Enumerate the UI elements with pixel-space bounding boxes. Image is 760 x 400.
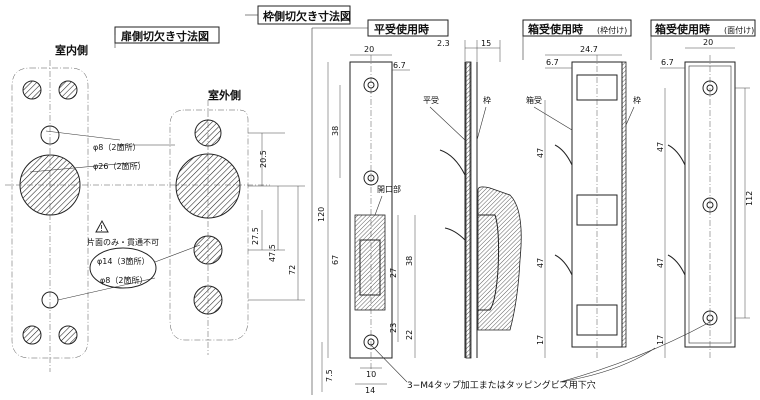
warning-mark: ! bbox=[100, 224, 103, 233]
screw-hole-top bbox=[363, 77, 379, 93]
flat-strike-diagram: 平受使用時 開口部 20 6.7 38 120 67 7.5 27 bbox=[311, 19, 522, 395]
dim-15: 15 bbox=[481, 39, 491, 48]
flat-strike-label: 平受 bbox=[423, 95, 439, 105]
flat-title: 平受使用時 bbox=[374, 22, 429, 36]
dim-112: 112 bbox=[745, 191, 754, 206]
dim-23: 23 bbox=[389, 323, 398, 333]
indoor-hole-top-right bbox=[58, 80, 78, 100]
dim-47-5: 47.5 bbox=[268, 244, 277, 262]
dim-72: 72 bbox=[288, 265, 297, 275]
indoor-label: 室内側 bbox=[55, 43, 88, 57]
indoor-hole-bottom-left bbox=[22, 325, 42, 345]
phi8-lower-label: φ8（2箇所） bbox=[100, 275, 147, 285]
callout-ellipse bbox=[89, 247, 157, 289]
box-strike-frame-diagram: 箱受使用時 (枠付け) 箱受 枠 24.7 6.7 47 47 17 bbox=[522, 19, 641, 360]
dim-120: 120 bbox=[317, 207, 326, 222]
frame-label-2: 枠 bbox=[633, 95, 641, 105]
door-cut-diagram: 枠側切欠き寸法図 扉側切欠き寸法図 室内側 室外側 φ8（2箇所） φ26（2箇… bbox=[5, 5, 351, 372]
dim-27: 27 bbox=[389, 268, 398, 278]
dim-20-top: 20 bbox=[364, 45, 374, 54]
frame-label-1: 枠 bbox=[483, 95, 491, 105]
dim-6-7c: 6.7 bbox=[661, 58, 674, 67]
frame-cut-title: 枠側切欠き寸法図 bbox=[263, 9, 351, 23]
dim-20-5: 20.5 bbox=[259, 150, 268, 168]
box-strike-label: 箱受 bbox=[526, 95, 542, 105]
warning-triangle-icon bbox=[95, 219, 109, 233]
dim-14: 14 bbox=[365, 386, 375, 395]
dim-27-5: 27.5 bbox=[251, 227, 260, 245]
phi8-upper-label: φ8（2箇所） bbox=[93, 142, 140, 152]
screw-hole-bottom bbox=[363, 334, 379, 350]
dim-2-3: 2.3 bbox=[437, 39, 450, 48]
tap-note-label: 3−M4タップ加工またはタッピングビス用下穴 bbox=[407, 379, 596, 391]
box-face-subtitle: (面付け) bbox=[724, 25, 754, 35]
dim-67: 67 bbox=[331, 255, 340, 265]
face-screw-hole-mid bbox=[702, 197, 718, 213]
warning-label: 片面のみ・貫通不可 bbox=[87, 237, 159, 247]
phi14-label: φ14（3箇所） bbox=[97, 256, 150, 266]
dim-22: 22 bbox=[405, 330, 414, 340]
dim-6-7b: 6.7 bbox=[546, 58, 559, 67]
dim-10: 10 bbox=[366, 370, 376, 379]
box-frame-subtitle: (枠付け) bbox=[597, 25, 627, 35]
box-frame-title: 箱受使用時 bbox=[528, 22, 583, 36]
indoor-hole-bottom-right bbox=[58, 325, 78, 345]
opening-label: 開口部 bbox=[377, 184, 401, 194]
phi26-label: φ26（2箇所） bbox=[93, 161, 146, 171]
box-strike-face-diagram: 箱受使用時 (面付け) 20 6.7 47 47 17 112 bbox=[650, 19, 756, 360]
dim-17a: 17 bbox=[536, 335, 545, 345]
dim-20-face: 20 bbox=[703, 38, 713, 47]
dim-47b: 47 bbox=[536, 258, 545, 268]
dim-38b: 38 bbox=[405, 256, 414, 266]
box-face-title: 箱受使用時 bbox=[655, 22, 710, 36]
frame-section-hatched bbox=[477, 186, 522, 331]
dim-38: 38 bbox=[331, 126, 340, 136]
face-screw-hole-top bbox=[702, 80, 718, 96]
tap-note: 3−M4タップ加工またはタッピングビス用下穴 bbox=[370, 321, 711, 391]
outdoor-label: 室外側 bbox=[208, 88, 241, 102]
screw-hole-mid bbox=[363, 170, 379, 186]
indoor-plate-outline bbox=[11, 67, 89, 359]
dim-6-7a: 6.7 bbox=[393, 61, 406, 70]
dim-47d: 47 bbox=[656, 258, 665, 268]
indoor-hole-top-left bbox=[22, 80, 42, 100]
door-cut-title: 扉側切欠き寸法図 bbox=[121, 29, 209, 43]
face-screw-hole-bottom bbox=[702, 310, 718, 326]
dim-17b: 17 bbox=[656, 335, 665, 345]
dim-24-7: 24.7 bbox=[580, 45, 598, 54]
dim-47c: 47 bbox=[656, 142, 665, 152]
dim-7-5: 7.5 bbox=[325, 369, 334, 382]
dim-47a: 47 bbox=[536, 148, 545, 158]
